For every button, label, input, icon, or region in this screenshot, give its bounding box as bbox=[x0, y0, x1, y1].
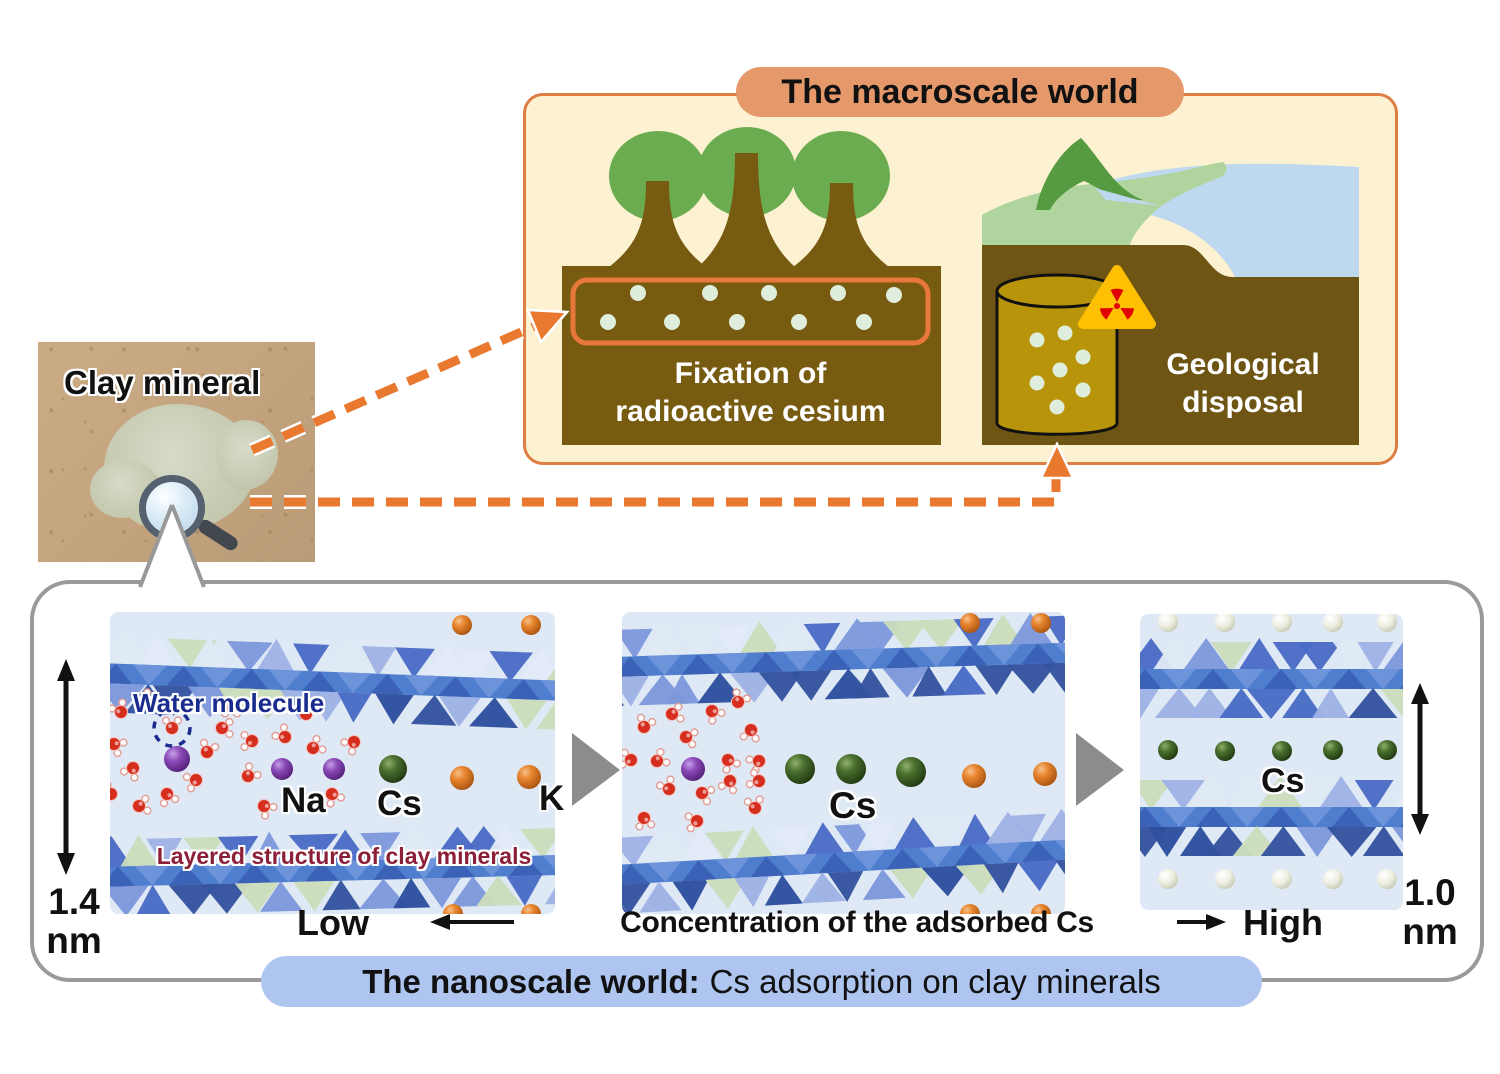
fixation-caption: Fixation of radioactive cesium bbox=[615, 357, 886, 428]
geological-caption: Geological disposal bbox=[1166, 348, 1320, 419]
macroscale-title-badge: The macroscale world bbox=[736, 67, 1184, 117]
dim-left-label: 1.4 nm bbox=[46, 881, 102, 961]
k-ion-label: K bbox=[539, 779, 565, 818]
concentration-high-label: High bbox=[1243, 902, 1323, 943]
concentration-axis-label: Concentration of the adsorbed Cs bbox=[620, 906, 1094, 939]
layered-structure-label: Layered structure of clay minerals bbox=[156, 843, 532, 869]
clay-mineral-photo: Clay mineral bbox=[38, 342, 315, 562]
dim-right-label: 1.0 nm bbox=[1402, 872, 1458, 952]
dashed-arrow-to-disposal bbox=[250, 474, 1061, 507]
magnifier-lens-icon bbox=[139, 475, 205, 541]
cs-mid-label: Cs bbox=[829, 785, 877, 826]
water-molecule-label: Water molecule bbox=[133, 688, 325, 718]
macroscale-title: The macroscale world bbox=[781, 72, 1139, 111]
nanoscale-title-bold: The nanoscale world: bbox=[362, 962, 700, 1000]
cs-ion-label: Cs bbox=[377, 784, 422, 823]
na-ion-label: Na bbox=[281, 781, 326, 820]
clay-mineral-label: Clay mineral bbox=[64, 364, 261, 401]
nanoscale-title-rest: Cs adsorption on clay minerals bbox=[709, 962, 1161, 1000]
concentration-low-label: Low bbox=[297, 902, 369, 943]
nanoscale-title-badge: The nanoscale world: Cs adsorption on cl… bbox=[261, 956, 1262, 1007]
cs-right-label: Cs bbox=[1261, 762, 1305, 800]
